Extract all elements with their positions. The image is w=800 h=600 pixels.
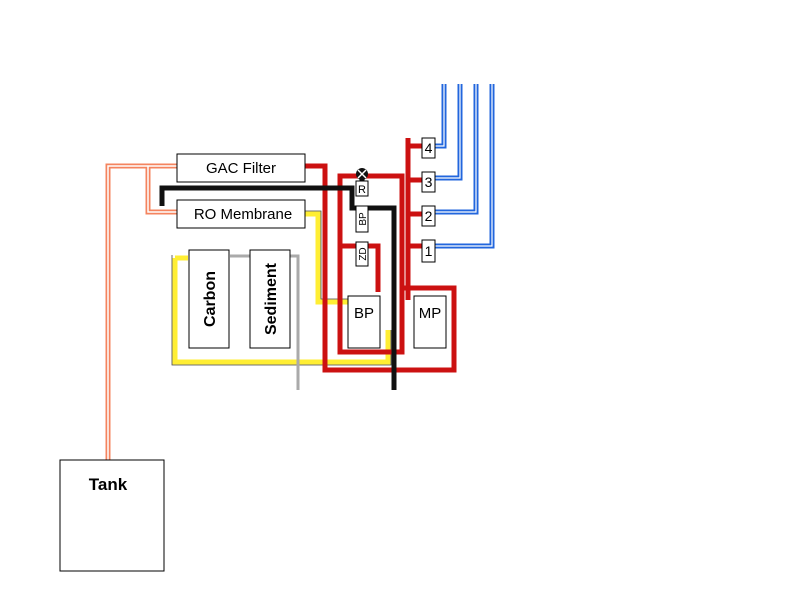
blue-line-highlight — [434, 84, 493, 247]
port-3: 3 — [421, 171, 436, 193]
blue-line — [434, 84, 495, 249]
port-4-label: 4 — [425, 140, 433, 156]
tank-label: Tank — [89, 475, 128, 494]
r-valve: R — [355, 180, 369, 197]
zd-valve: ZD — [355, 241, 369, 267]
ro-membrane-label: RO Membrane — [194, 206, 292, 223]
bp-pump-label: BP — [354, 305, 374, 322]
tank: Tank — [59, 459, 165, 572]
bp-valve-label: BP — [358, 212, 369, 226]
port-2: 2 — [421, 205, 436, 227]
bp-valve: BP — [355, 205, 369, 233]
valve-icon — [356, 168, 368, 180]
red-line — [305, 138, 457, 373]
bp-pump: BP — [347, 295, 381, 349]
carbon-filter: Carbon — [188, 249, 230, 349]
port-2-label: 2 — [425, 208, 433, 224]
ro-membrane: RO Membrane — [176, 199, 306, 229]
sediment-label: Sediment — [263, 262, 280, 335]
orange-line — [105, 163, 178, 460]
orange-line-inner — [107, 165, 178, 460]
sediment-filter: Sediment — [249, 249, 291, 349]
port-4: 4 — [421, 137, 436, 159]
yellow-line-edge — [171, 210, 392, 366]
port-1-label: 1 — [425, 243, 433, 259]
r-valve-label: R — [358, 184, 366, 196]
mp-pump-label: MP — [419, 305, 442, 322]
carbon-label: Carbon — [202, 271, 219, 327]
port-1: 1 — [421, 239, 436, 263]
gac-filter: GAC Filter — [176, 153, 306, 183]
mp-pump: MP — [413, 295, 447, 349]
zd-valve-label: ZD — [358, 247, 369, 260]
yellow-line — [172, 211, 391, 365]
gac-filter-label: GAC Filter — [206, 160, 276, 177]
port-3-label: 3 — [425, 174, 433, 190]
